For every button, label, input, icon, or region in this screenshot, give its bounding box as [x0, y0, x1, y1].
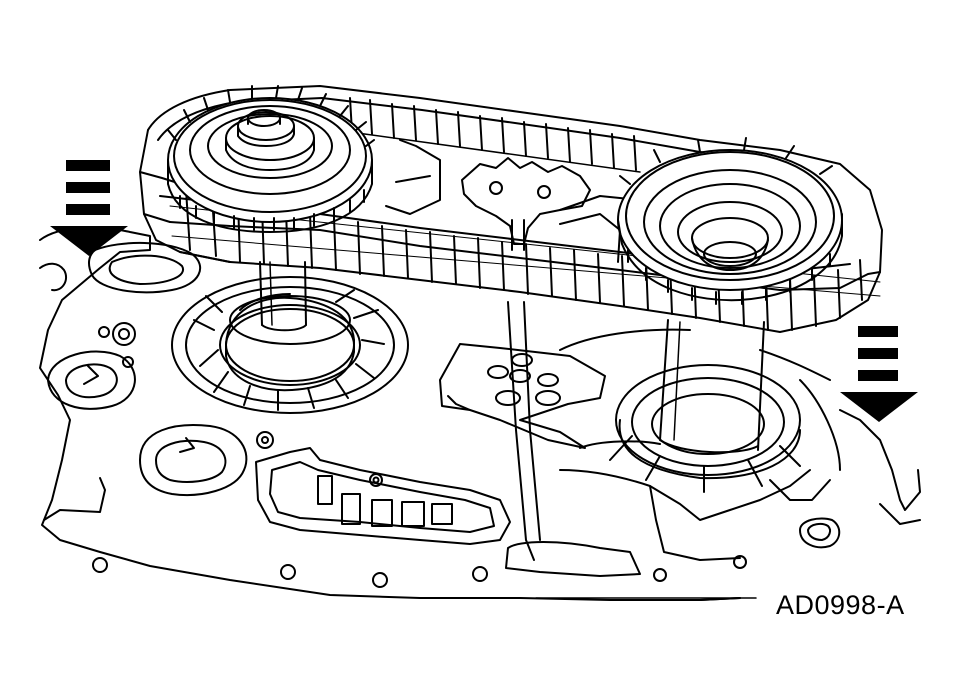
rear-output-shaft [610, 320, 800, 492]
drive-sprocket-left [168, 86, 374, 232]
figure-id-label: AD0998-A [776, 590, 905, 620]
shift-fork-bracket [386, 140, 650, 262]
case-housing [40, 227, 920, 600]
down-arrow-left-icon [50, 160, 128, 256]
down-arrow-right-icon [840, 326, 918, 422]
driven-sprocket-right [618, 138, 842, 304]
front-output-shaft [260, 262, 306, 330]
front-output-bearing [172, 277, 408, 413]
